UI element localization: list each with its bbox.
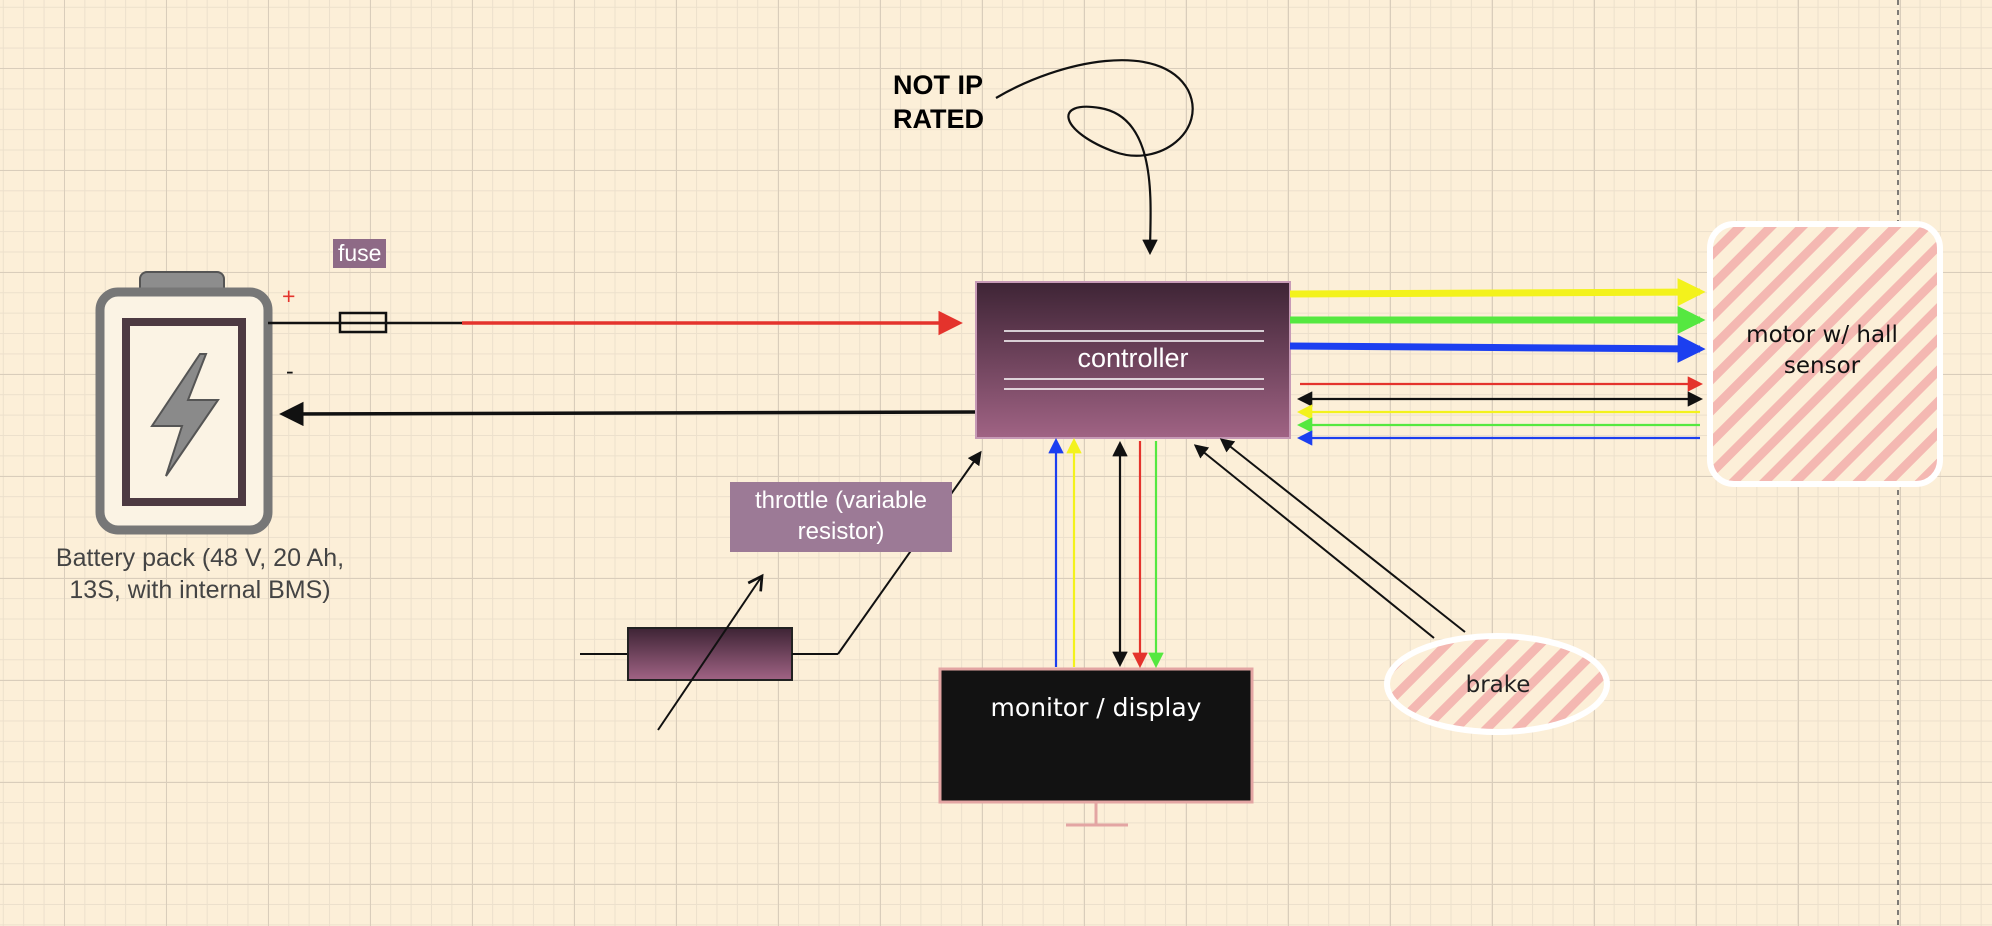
variable-resistor-arrow — [657, 573, 764, 731]
brake-wire-2 — [1219, 438, 1466, 633]
fuse-icon — [338, 311, 388, 334]
negative-terminal-label: - — [286, 358, 294, 384]
brake-wire-1 — [1193, 444, 1435, 639]
not-ip-rated-note: NOT IP RATED — [893, 68, 1003, 136]
not-ip-rated-text: NOT IP RATED — [893, 70, 984, 134]
positive-terminal-label: + — [282, 283, 296, 309]
battery-label: Battery pack (48 V, 20 Ah, 13S, with int… — [55, 544, 345, 604]
power-negative-arrow — [279, 401, 977, 427]
monitor-screen — [938, 667, 1254, 804]
phase-wire-yellow — [1289, 278, 1706, 307]
motor-box — [1707, 221, 1943, 487]
motor-label: motor w/ hall sensor — [1746, 322, 1898, 379]
not-ip-rated-pointer — [995, 59, 1194, 256]
fuse-label: fuse — [333, 239, 387, 268]
monitor-label: monitor / display — [990, 693, 1202, 722]
phase-wire-blue — [1289, 334, 1706, 363]
lightning-bolt-icon — [150, 353, 220, 477]
battery-icon — [95, 271, 273, 535]
throttle-signal-arrow — [837, 450, 982, 655]
throttle-label-text: throttle (variable resistor) — [754, 487, 928, 545]
controller-label: controller — [1077, 343, 1189, 373]
brake-label: brake — [1465, 672, 1531, 698]
throttle-label: throttle (variable resistor) — [730, 482, 952, 552]
controller-box — [975, 281, 1291, 439]
brake-ellipse — [1384, 633, 1610, 735]
